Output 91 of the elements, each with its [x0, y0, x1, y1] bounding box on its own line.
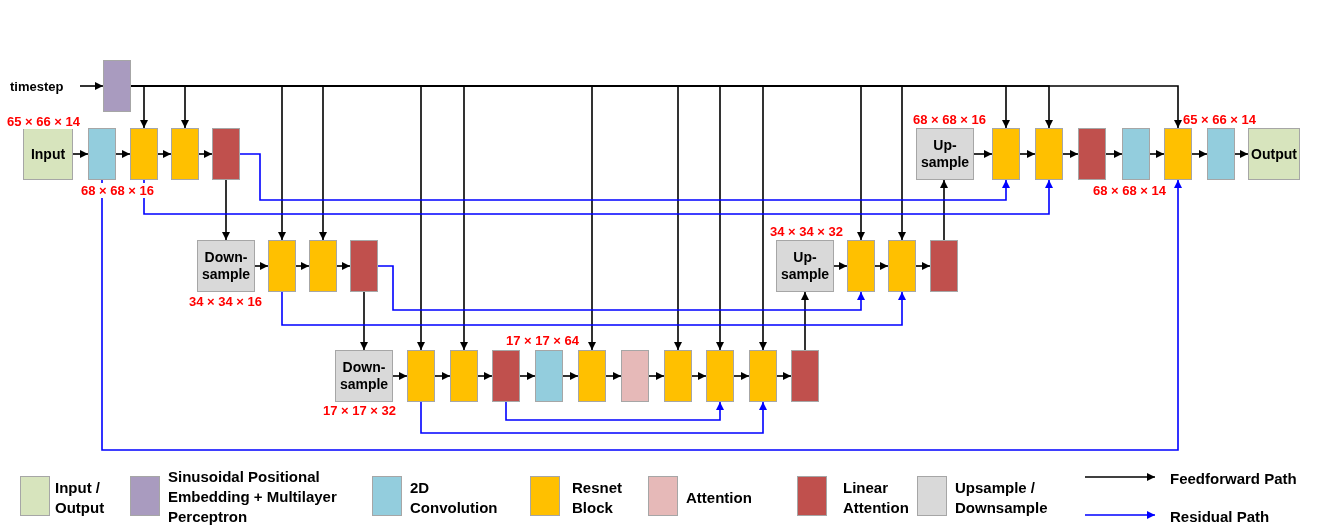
resnet-block [407, 350, 435, 402]
resnet-block [1035, 128, 1063, 180]
input-output-box: Input [23, 128, 73, 180]
dimension-label: 68 × 68 × 16 [912, 112, 987, 127]
sampling-block: Up- sample [776, 240, 834, 292]
arrow [733, 372, 750, 380]
resnet-block [450, 350, 478, 402]
arrow [1105, 150, 1123, 158]
arrow [915, 262, 931, 270]
convolution-block [1207, 128, 1235, 180]
arrow [1062, 150, 1079, 158]
dimension-label: 34 × 34 × 16 [188, 294, 263, 309]
arrow [562, 372, 579, 380]
legend-label: Feedforward Path [1170, 469, 1298, 489]
arrow [519, 372, 536, 380]
dimension-label: 68 × 68 × 16 [80, 183, 155, 198]
legend-label: Upsample / Downsample [955, 478, 1049, 518]
linear-attention-block [350, 240, 378, 292]
residual-arrow [420, 401, 767, 434]
arrow [222, 179, 230, 241]
arrow [940, 179, 948, 241]
arrow [254, 262, 269, 270]
linear-attention-block [930, 240, 958, 292]
arrow [801, 291, 809, 351]
arrow [1019, 150, 1036, 158]
arrow [605, 372, 622, 380]
residual-arrow [377, 265, 865, 311]
arrow [648, 372, 665, 380]
resnet-block [888, 240, 916, 292]
legend-label: Input / Output [55, 478, 106, 518]
legend-label: Sinusoidal Positional Embedding + Multilayer Perceptron [168, 467, 338, 527]
arrow [1149, 150, 1165, 158]
legend-label: 2D Convolution [410, 478, 499, 518]
resnet-block [171, 128, 199, 180]
linear-attention-block [1078, 128, 1106, 180]
dimension-label: 34 × 34 × 32 [769, 224, 844, 239]
arrow [79, 82, 104, 90]
legend-label: Resnet Block [572, 478, 624, 518]
arrow [72, 150, 89, 158]
convolution-block [88, 128, 116, 180]
input-label: timestep [10, 76, 80, 96]
legend-label: Attention [686, 488, 753, 508]
resnet-block [749, 350, 777, 402]
arrow [198, 150, 213, 158]
arrow [776, 372, 792, 380]
resnet-block [992, 128, 1020, 180]
residual-arrow [505, 401, 724, 421]
resnet-block [309, 240, 337, 292]
sampling-block: Down- sample [335, 350, 393, 402]
convolution-block [1122, 128, 1150, 180]
input-output-box: Output [1248, 128, 1300, 180]
resnet-block [706, 350, 734, 402]
sampling-block: Up- sample [916, 128, 974, 180]
residual-arrow [281, 291, 906, 326]
linear-attention-block [492, 350, 520, 402]
residual-arrow [239, 153, 1010, 201]
arrow [295, 262, 310, 270]
arrow [360, 291, 368, 351]
legend-label: Residual Path [1170, 507, 1271, 527]
arrow [157, 150, 172, 158]
convolution-block [535, 350, 563, 402]
dimension-label: 68 × 68 × 14 [1092, 183, 1167, 198]
linear-attention-block [212, 128, 240, 180]
resnet-block [578, 350, 606, 402]
attention-block [621, 350, 649, 402]
arrow [115, 150, 131, 158]
arrow [336, 262, 351, 270]
sampling-block: Down- sample [197, 240, 255, 292]
arrow [833, 262, 848, 270]
legend-label: Linear Attention [843, 478, 910, 518]
arrow [1234, 150, 1249, 158]
arrow [477, 372, 493, 380]
resnet-block [847, 240, 875, 292]
embedding-mlp-block [103, 60, 131, 112]
dimension-label: 17 × 17 × 64 [505, 333, 580, 348]
resnet-block [664, 350, 692, 402]
residual-arrow [101, 179, 1182, 451]
dimension-label: 65 × 66 × 14 [1182, 112, 1257, 127]
linear-attention-block [791, 350, 819, 402]
arrow [1191, 150, 1208, 158]
resnet-block [268, 240, 296, 292]
residual-arrow [143, 179, 1053, 215]
arrow [691, 372, 707, 380]
arrow [434, 372, 451, 380]
dimension-label: 65 × 66 × 14 [6, 114, 81, 129]
arrow [874, 262, 889, 270]
dimension-label: 17 × 17 × 32 [322, 403, 397, 418]
arrow [392, 372, 408, 380]
resnet-block [1164, 128, 1192, 180]
arrow [973, 150, 993, 158]
resnet-block [130, 128, 158, 180]
